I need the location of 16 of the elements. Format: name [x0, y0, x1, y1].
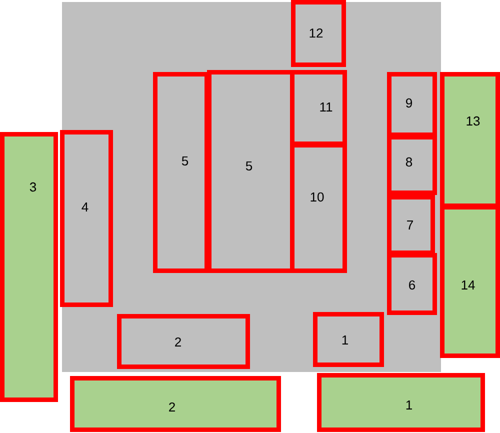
- numbered-box: 4: [60, 130, 113, 307]
- numbered-box: 2: [70, 376, 281, 432]
- numbered-box: 10: [290, 143, 347, 273]
- numbered-box: 1: [317, 373, 485, 432]
- numbered-box: 13: [440, 72, 500, 208]
- numbered-box: 1: [313, 312, 384, 367]
- numbered-box: 2: [117, 314, 250, 369]
- numbered-box: 9: [387, 72, 437, 137]
- numbered-box: 6: [387, 253, 437, 315]
- numbered-box: 12: [291, 0, 346, 67]
- numbered-box: 11: [290, 70, 347, 146]
- numbered-box: 3: [0, 132, 58, 402]
- numbered-box: 14: [440, 205, 500, 358]
- numbered-box: 8: [387, 135, 437, 195]
- numbered-box: 5: [153, 72, 209, 273]
- numbered-box: 7: [387, 195, 435, 255]
